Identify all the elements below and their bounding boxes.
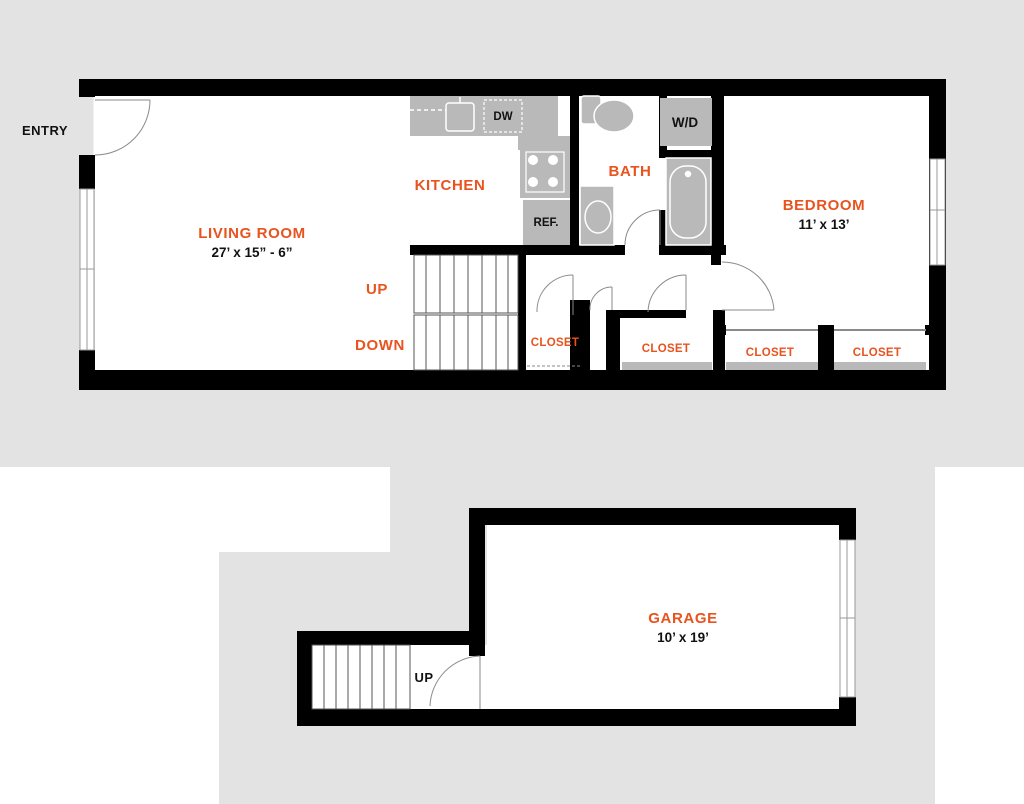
lower-exterior-walls [297,508,856,726]
garage-door [429,655,481,709]
dishwasher-label: DW [493,111,512,123]
kitchen-name: KITCHEN [415,177,486,194]
bath-door [624,209,661,246]
bedroom-name: BEDROOM [783,197,866,214]
living-room-size: 27’ x 15” - 6” [211,245,292,260]
bedroom-size: 11’ x 13’ [798,217,849,232]
toilet [580,95,635,133]
bedroom-window [929,158,946,266]
closet-label-1: CLOSET [531,337,579,349]
closet-shelves [622,362,926,370]
washer-dryer-label: W/D [672,115,698,130]
garage-name: GARAGE [648,610,717,627]
bedroom-door [721,261,775,311]
kitchen-counters [410,96,570,245]
bath-sink [579,185,615,246]
stairs-down-label: DOWN [355,337,405,354]
kitchen-sink [410,97,475,132]
entry-door [93,97,151,156]
entry-label: ENTRY [22,123,68,138]
closet-label-2: CLOSET [642,343,690,355]
lower-stairs-up-label: UP [414,670,433,685]
lower-floor [297,508,856,726]
washer-dryer [660,98,712,146]
upper-floor [79,79,946,390]
stairs-up-label: UP [366,281,388,298]
range-burners [525,151,565,193]
closet-label-4: CLOSET [853,347,901,359]
upper-exterior-walls [79,79,946,390]
closet-label-3: CLOSET [746,347,794,359]
bathtub [665,157,712,246]
upper-stairs [413,254,519,371]
garage-window [839,539,856,698]
refrigerator-label: REF. [534,217,559,229]
interior-walls [410,95,930,370]
garage-size: 10’ x 19’ [657,630,709,645]
bath-name: BATH [609,163,652,180]
living-room-name: LIVING ROOM [198,225,305,242]
labels: ENTRY LIVING ROOM 27’ x 15” - 6” KITCHEN… [22,111,901,685]
living-room-window [79,188,95,351]
lower-stairs [311,644,411,710]
